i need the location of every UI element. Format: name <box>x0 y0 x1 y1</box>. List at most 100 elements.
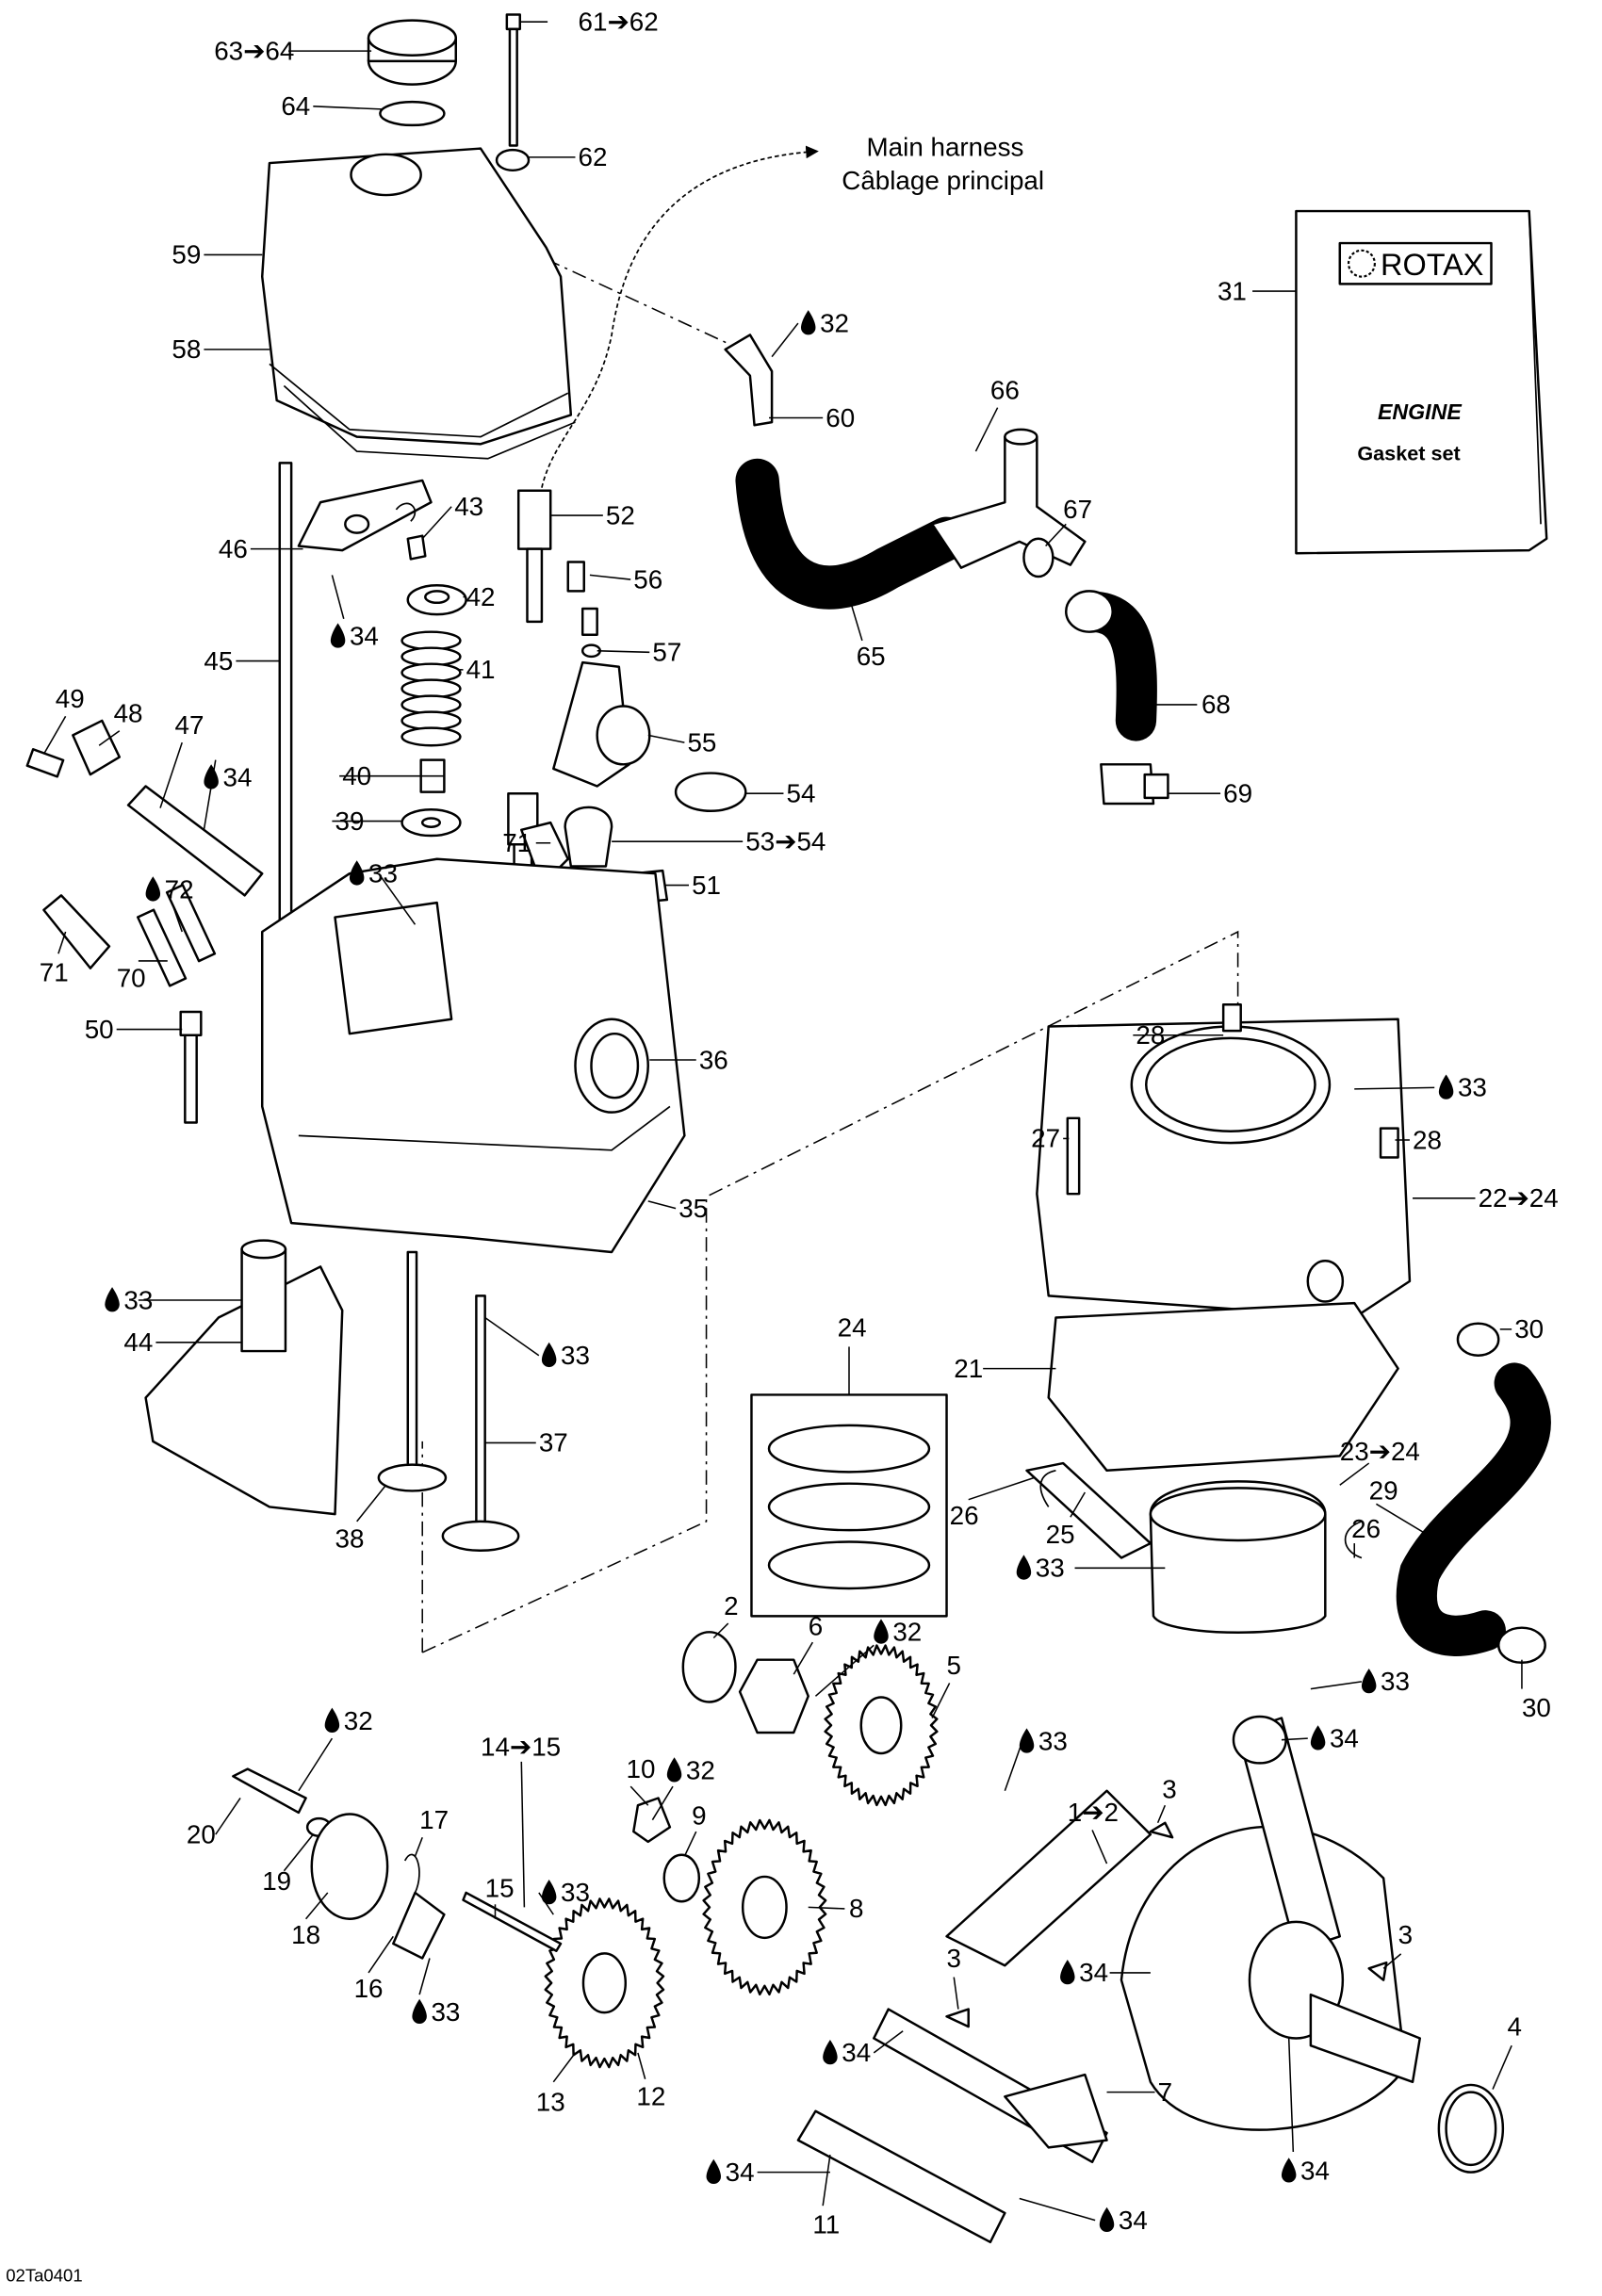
callout-82: 3 <box>1398 1920 1413 1949</box>
leader-line <box>1376 1503 1443 1544</box>
callout-label: 9 <box>692 1800 706 1830</box>
callout-63: 5 <box>947 1651 961 1680</box>
leader-line <box>1156 1804 1167 1824</box>
leader-line <box>629 1785 649 1806</box>
callout-label: 34 <box>1119 2206 1148 2235</box>
callout-62: 32 <box>874 1618 922 1647</box>
callout-label: 32 <box>820 308 849 337</box>
oil-drop-icon <box>1281 2158 1297 2183</box>
callout-label: 16 <box>354 1974 384 2003</box>
leader-line <box>953 1977 959 2010</box>
callout-label: 67 <box>1063 495 1092 524</box>
oil-drop-icon <box>1438 1074 1454 1099</box>
callout-label: 35 <box>678 1194 708 1223</box>
leader-line <box>304 1892 329 1920</box>
callout-20: 57 <box>652 638 681 667</box>
callout-label: 33 <box>561 1878 590 1907</box>
leader-line <box>283 1833 314 1872</box>
leader-line <box>159 741 183 808</box>
callout-92: 34 <box>706 2158 755 2187</box>
callout-93: 34 <box>1281 2156 1330 2185</box>
callout-28: 40 <box>342 761 371 790</box>
callout-label: 17 <box>419 1805 449 1834</box>
callout-94: 11 <box>812 2210 840 2239</box>
callout-label: 33 <box>368 858 398 887</box>
callout-label: 70 <box>117 964 146 993</box>
callout-label: 13 <box>536 2088 565 2117</box>
oil-drop-icon <box>541 1880 557 1905</box>
callout-58: 26 <box>1351 1514 1381 1543</box>
callout-54: 29 <box>1369 1476 1398 1506</box>
callout-label: 53➔54 <box>745 826 826 855</box>
callouts: 63➔646461➔626259583132606667656869434652… <box>40 7 1559 2239</box>
harness-label-en: Main harness <box>867 132 1024 161</box>
callout-label: 46 <box>219 534 248 563</box>
callout-33: 51 <box>692 871 721 900</box>
leader-line <box>1070 1491 1087 1518</box>
callout-label: 57 <box>652 638 681 667</box>
callout-label: 64 <box>281 91 310 121</box>
callout-label: 20 <box>187 1819 216 1848</box>
callout-label: 50 <box>85 1015 114 1044</box>
callout-65: 30 <box>1522 1693 1551 1722</box>
callout-label: 40 <box>342 761 371 790</box>
callout-label: 41 <box>466 655 496 684</box>
callout-4: 59 <box>172 240 201 269</box>
callout-3: 62 <box>579 142 608 171</box>
callout-label: 65 <box>857 642 886 671</box>
callout-9: 66 <box>990 375 1020 404</box>
callout-label: 44 <box>123 1327 153 1357</box>
oil-drop-icon <box>1361 1668 1377 1694</box>
manual-subtitle: Gasket set <box>1357 441 1460 464</box>
leader-line <box>793 1641 814 1675</box>
callout-80: 8 <box>849 1894 863 1923</box>
callout-label: 58 <box>172 334 201 364</box>
callout-50: 30 <box>1514 1314 1544 1343</box>
callout-label: 36 <box>699 1045 728 1074</box>
oil-drop-icon <box>874 1619 889 1644</box>
parts <box>25 13 1551 2244</box>
spring-coil <box>400 726 462 747</box>
callout-76: 20 <box>187 1819 216 1848</box>
callout-14: 43 <box>454 492 483 521</box>
leader-line <box>637 2052 646 2079</box>
callout-label: 60 <box>826 403 855 432</box>
callout-label: 15 <box>485 1874 515 1903</box>
leader-line <box>378 872 417 925</box>
leader-line <box>931 1683 951 1718</box>
leader-line <box>42 715 67 755</box>
leader-line <box>1382 1953 1402 1969</box>
callout-30: 39 <box>335 806 364 836</box>
callout-71: 32 <box>666 1755 715 1784</box>
callout-label: 38 <box>335 1524 364 1554</box>
callout-label: 8 <box>849 1894 863 1923</box>
callout-label: 21 <box>954 1354 983 1383</box>
callout-56: 25 <box>1046 1520 1075 1549</box>
callout-41: 33 <box>1438 1073 1487 1102</box>
callout-label: 34 <box>842 2038 871 2067</box>
leader-line <box>552 2052 577 2083</box>
leader-line <box>822 2154 831 2206</box>
callout-89: 13 <box>536 2088 565 2117</box>
leader-line <box>589 574 631 580</box>
callout-44: 35 <box>678 1194 708 1223</box>
oil-drop-icon <box>706 2158 722 2185</box>
callout-label: 34 <box>1079 1958 1108 1987</box>
callout-70: 10 <box>627 1754 656 1783</box>
callout-12: 68 <box>1202 690 1231 719</box>
leader-line <box>520 1761 526 1908</box>
spring-coil <box>400 710 462 731</box>
callout-73: 1➔2 <box>1068 1798 1119 1827</box>
leader-line <box>712 1622 729 1639</box>
oil-drop-icon <box>330 623 346 648</box>
callout-25: 47 <box>175 710 204 740</box>
callout-18: 56 <box>633 564 662 594</box>
oil-drop-icon <box>1310 1725 1326 1750</box>
callout-label: 37 <box>539 1428 568 1457</box>
spring-coil <box>400 662 462 683</box>
callout-label: 34 <box>726 2158 755 2187</box>
callout-26: 34 <box>204 762 252 791</box>
callout-74: 9 <box>692 1800 706 1830</box>
leader-line <box>313 106 382 110</box>
